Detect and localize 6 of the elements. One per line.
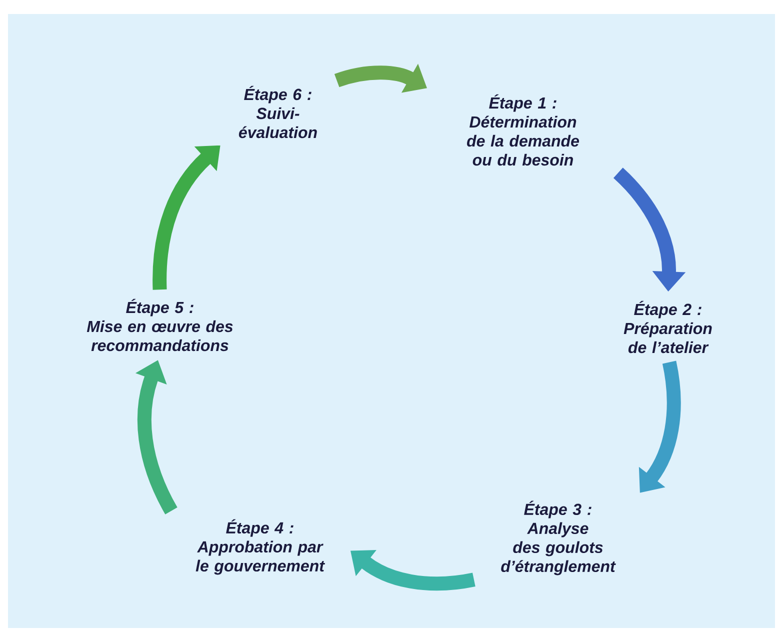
- step-label: Étape 4 : Approbation par le gouvernement: [196, 519, 325, 575]
- step-label: Étape 2 : Préparation de l’atelier: [624, 300, 712, 354]
- step-label: Étape 5 : Mise en œuvre des recommandations: [86, 298, 233, 352]
- step-label: Étape 1 : Détermination de la demande ou du besoin: [467, 94, 580, 166]
- step-label: Étape 6 : Suivi-évaluation: [238, 86, 317, 138]
- step-label: Étape 3 : Analyse des goulots d’étranglement: [501, 500, 616, 576]
